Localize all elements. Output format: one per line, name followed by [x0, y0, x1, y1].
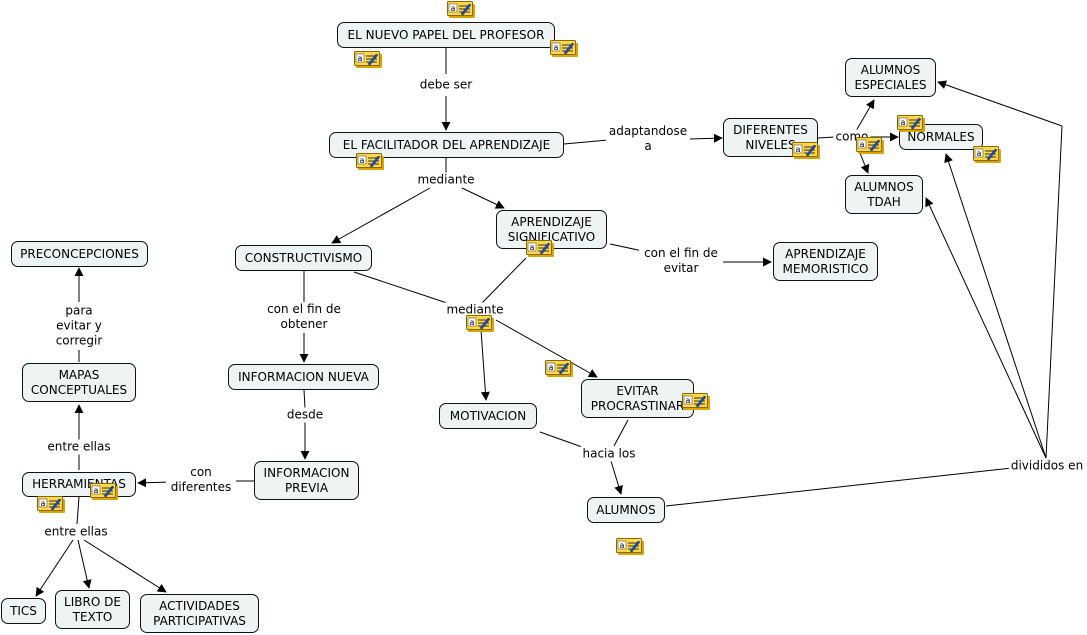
text-resource-icon[interactable]	[856, 137, 885, 155]
concept-alumnos[interactable]: ALUMNOS	[587, 497, 665, 523]
text-resource-icon[interactable]	[354, 51, 383, 69]
concept-constructivismo[interactable]: CONSTRUCTIVISMO	[235, 245, 372, 271]
concept-alumnos-tdah[interactable]: ALUMNOS TDAH	[845, 175, 923, 214]
concept-libro-de-texto[interactable]: LIBRO DE TEXTO	[55, 590, 130, 629]
concept-nuevo-papel[interactable]: EL NUEVO PAPEL DEL PROFESOR	[337, 22, 555, 48]
text-resource-icon[interactable]	[792, 142, 821, 160]
text-resource-icon[interactable]	[616, 538, 645, 556]
concept-informacion-nueva[interactable]: INFORMACION NUEVA	[228, 364, 379, 390]
concept-mapas-conceptuales[interactable]: MAPAS CONCEPTUALES	[22, 363, 136, 402]
link-mediante-2: mediante	[444, 302, 506, 318]
concept-normales[interactable]: NORMALES	[899, 124, 983, 150]
link-adaptandose-a: adaptandose a	[606, 124, 690, 154]
text-resource-icon[interactable]	[90, 483, 119, 501]
link-entre-ellas-2: entre ellas	[42, 524, 110, 540]
text-resource-icon[interactable]	[897, 115, 926, 133]
concept-motivacion[interactable]: MOTIVACION	[439, 403, 537, 429]
concept-tics[interactable]: TICS	[1, 598, 46, 624]
link-desde: desde	[284, 407, 326, 423]
concept-aprendizaje-memoristico[interactable]: APRENDIZAJE MEMORISTICO	[773, 242, 878, 281]
text-resource-icon[interactable]	[526, 240, 555, 258]
concept-preconcepciones[interactable]: PRECONCEPCIONES	[11, 241, 148, 267]
link-con-el-fin-de-obtener: con el fin de obtener	[254, 302, 354, 332]
text-resource-icon[interactable]	[447, 1, 476, 19]
text-resource-icon[interactable]	[550, 40, 579, 58]
text-resource-icon[interactable]	[545, 360, 574, 378]
text-resource-icon[interactable]	[682, 393, 711, 411]
concept-informacion-previa[interactable]: INFORMACION PREVIA	[254, 461, 359, 500]
link-entre-ellas-1: entre ellas	[45, 439, 113, 455]
link-divididos-en: divididos en	[1008, 458, 1086, 474]
text-resource-icon[interactable]	[356, 153, 385, 171]
text-resource-icon[interactable]	[466, 315, 495, 333]
concept-actividades-participativas[interactable]: ACTIVIDADES PARTICIPATIVAS	[140, 594, 259, 633]
link-con-el-fin-de-evitar: con el fin de evitar	[639, 246, 723, 276]
link-hacia-los: hacia los	[580, 446, 638, 462]
concept-alumnos-especiales[interactable]: ALUMNOS ESPECIALES	[845, 58, 936, 97]
link-con-diferentes: con diferentes	[166, 465, 236, 495]
text-resource-icon[interactable]	[973, 146, 1002, 164]
concept-evitar-procrastinar[interactable]: EVITAR PROCRASTINAR	[581, 379, 694, 418]
link-para-evitar-y-corregir: para evitar y corregir	[47, 303, 111, 349]
text-resource-icon[interactable]	[37, 496, 66, 514]
link-mediante-1: mediante	[415, 172, 477, 188]
link-debe-ser: debe ser	[417, 77, 475, 93]
